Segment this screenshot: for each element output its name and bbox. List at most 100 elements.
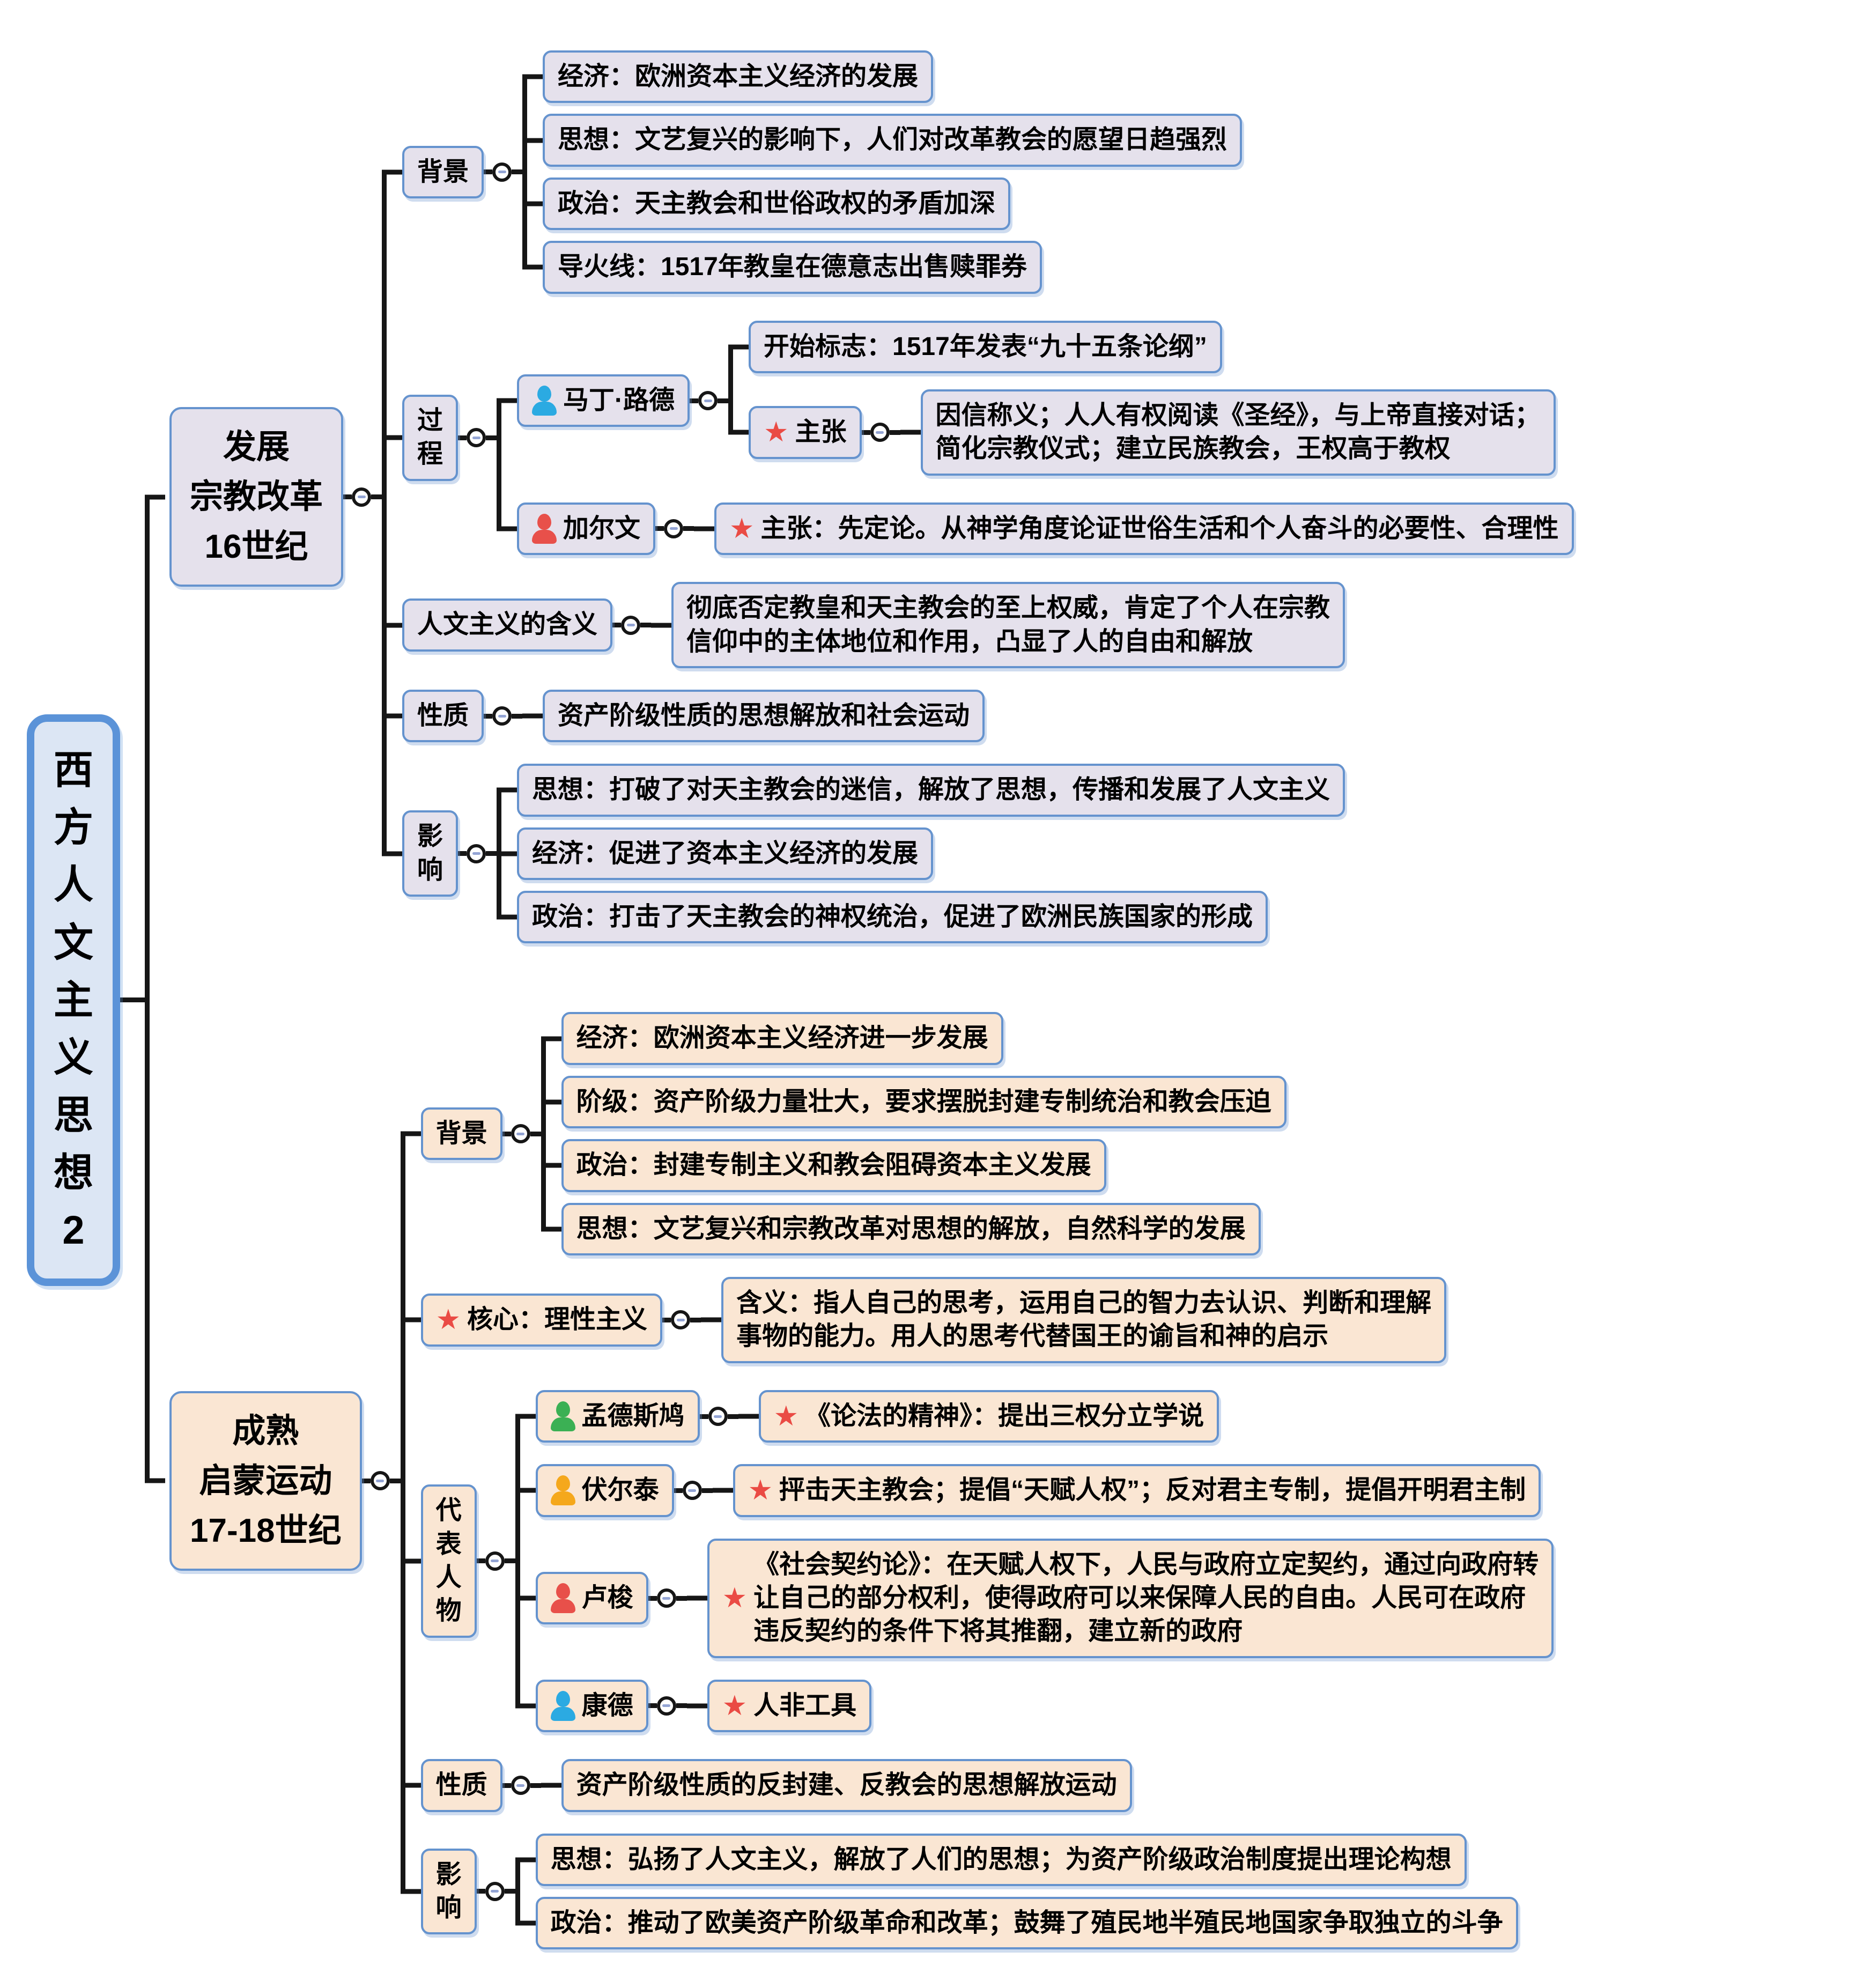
node-label: 资产阶级性质的反封建、反教会的思想解放运动	[576, 1771, 1117, 1800]
collapse-toggle[interactable]	[467, 428, 486, 448]
reform-bg-thought[interactable]: 思想：文艺复兴的影响下，人们对改革教会的愿望日趋强烈	[543, 114, 1243, 167]
collapse-toggle[interactable]	[352, 487, 372, 507]
reform-impact-politics-row: 政治：打击了天主教会的神权统治，促进了欧洲民族国家的形成	[517, 891, 1345, 944]
montesquieu[interactable]: 孟德斯鸠	[535, 1390, 700, 1443]
collapse-toggle[interactable]	[511, 1776, 530, 1795]
humanism-meaning[interactable]: 人文主义的含义	[402, 598, 613, 652]
reform-bg-politics[interactable]: 政治：天主教会和世俗政权的矛盾加深	[543, 177, 1011, 231]
collapse-toggle[interactable]	[485, 1881, 505, 1901]
humanism-meaning-detail[interactable]: 彻底否定教皇和天主教会的至上权威，肯定了个人在宗教 信仰中的主体地位和作用，凸显…	[671, 582, 1345, 668]
connector-line	[486, 851, 497, 856]
reform-process[interactable]: 过 程	[402, 394, 459, 481]
enlightenment-background[interactable]: 背景	[420, 1107, 502, 1161]
child-branch: 政治：天主教会和世俗政权的矛盾加深	[522, 172, 1242, 236]
collapse-toggle[interactable]	[492, 706, 512, 726]
voltaire-views[interactable]: ★抨击天主教会；提倡“天赋人权”；反对君主专制，提倡开明君主制	[733, 1464, 1541, 1517]
star-icon: ★	[729, 513, 755, 544]
reform-impact-thought[interactable]: 思想：打破了对天主教会的迷信，解放了思想，传播和发展了人文主义	[517, 764, 1345, 817]
collapse-minus-icon	[376, 1479, 384, 1482]
kant-view-row: ★人非工具	[707, 1679, 872, 1733]
luther-claims[interactable]: ★主张	[749, 406, 862, 459]
reform-bg-economy[interactable]: 经济：欧洲资本主义经济的发展	[543, 50, 934, 104]
connector-line	[699, 1414, 708, 1419]
collapse-toggle[interactable]	[708, 1407, 728, 1426]
humanism-meaning-detail-row: 彻底否定教皇和天主教会的至上权威，肯定了个人在宗教 信仰中的主体地位和作用，凸显…	[671, 582, 1345, 668]
node-connector	[484, 706, 523, 726]
voltaire-person-icon	[550, 1475, 575, 1506]
reform-impact[interactable]: 影 响	[402, 810, 459, 897]
collapse-toggle[interactable]	[621, 615, 641, 635]
child-branch: 影 响 思想：打破了对天主教会的迷信，解放了思想，传播和发展了人文主义经济：促进了…	[382, 753, 1574, 954]
child-branch: 思想：弘扬了人文主义，解放了人们的思想；为资产阶级政治制度提出理论构想	[515, 1828, 1518, 1892]
enl-bg-politics[interactable]: 政治：封建专制主义和教会阻碍资本主义发展	[561, 1139, 1106, 1192]
enl-impact-politics[interactable]: 政治：推动了欧美资产阶级革命和改革；鼓舞了殖民地半殖民地国家争取独立的斗争	[535, 1896, 1518, 1950]
collapse-toggle[interactable]	[656, 1696, 676, 1716]
root-topic-western-humanism[interactable]: 西 方 人 文 主 义 思 想 2	[27, 714, 120, 1286]
connector-line	[701, 1488, 713, 1493]
child-branch: 阶级：资产阶级力量壮大，要求摆脱封建专制统治和教会压迫	[541, 1070, 1286, 1134]
collapse-toggle[interactable]	[698, 391, 718, 411]
enl-bg-thought[interactable]: 思想：文艺复兴和宗教改革对思想的解放，自然科学的发展	[561, 1202, 1261, 1256]
child-branch: 人文主义的含义 彻底否定教皇和天主教会的至上权威，肯定了个人在宗教 信仰中的主体地…	[382, 571, 1574, 679]
reform-impact-thought-row: 思想：打破了对天主教会的迷信，解放了思想，传播和发展了人文主义	[517, 764, 1345, 817]
collapse-toggle[interactable]	[656, 1588, 676, 1608]
connector-line	[530, 1783, 541, 1788]
node-label: 思想：文艺复兴和宗教改革对思想的解放，自然科学的发展	[576, 1214, 1246, 1243]
voltaire[interactable]: 伏尔泰	[535, 1464, 674, 1517]
voltaire-views-row: ★抨击天主教会；提倡“天赋人权”；反对君主专制，提倡开明君主制	[733, 1464, 1541, 1517]
collapse-toggle[interactable]	[485, 1551, 505, 1571]
branch-religious-reform[interactable]: 发展 宗教改革 16世纪	[169, 407, 344, 587]
collapse-toggle[interactable]	[511, 1124, 530, 1144]
calvin-claims[interactable]: ★主张：先定论。从神学角度论证世俗生活和个人奋斗的必要性、合理性	[714, 502, 1574, 556]
collapse-toggle[interactable]	[671, 1310, 691, 1330]
child-branch: 卢梭 ★《社会契约论》：在天赋人权下，人民与政府立定契约，通过向政府转 让自己的部…	[515, 1527, 1554, 1669]
connector-line	[530, 1131, 541, 1136]
collapse-toggle[interactable]	[467, 844, 486, 863]
branch-enlightenment[interactable]: 成熟 启蒙运动 17-18世纪	[169, 1391, 362, 1571]
enl-nature-detail[interactable]: 资产阶级性质的反封建、反教会的思想解放运动	[561, 1759, 1132, 1812]
enl-bg-class[interactable]: 阶级：资产阶级力量壮大，要求摆脱封建专制统治和教会压迫	[561, 1075, 1286, 1129]
montesquieu-work[interactable]: ★《论法的精神》：提出三权分立学说	[758, 1390, 1219, 1443]
node-label: 背景	[435, 1119, 487, 1148]
enl-bg-thought-row: 思想：文艺复兴和宗教改革对思想的解放，自然科学的发展	[561, 1202, 1286, 1256]
representative-figures[interactable]: 代 表 人 物	[420, 1484, 477, 1638]
rationalism-meaning[interactable]: 含义：指人自己的思考，运用自己的智力去认识、判断和理解 事物的能力。用人的思考代…	[721, 1277, 1447, 1363]
reform-nature[interactable]: 性质	[402, 689, 484, 743]
connector-line	[676, 1595, 687, 1601]
enlightenment-core[interactable]: ★核心：理性主义	[420, 1294, 663, 1347]
connector-line	[502, 1131, 511, 1136]
node-connector	[476, 1881, 515, 1901]
children-group: ★人非工具	[687, 1674, 872, 1738]
reform-background[interactable]: 背景	[402, 145, 484, 198]
connector-line	[861, 430, 870, 435]
martin-luther[interactable]: 马丁·路德	[517, 374, 690, 427]
reform-nature-detail[interactable]: 资产阶级性质的思想解放和社会运动	[543, 689, 985, 743]
collapse-toggle[interactable]	[870, 423, 890, 442]
collapse-toggle[interactable]	[682, 1481, 702, 1501]
calvin[interactable]: 加尔文	[517, 502, 656, 556]
reform-impact-economy[interactable]: 经济：促进了资本主义经济的发展	[517, 827, 934, 881]
enlightenment-impact[interactable]: 影 响	[420, 1848, 477, 1935]
kant[interactable]: 康德	[535, 1679, 648, 1733]
child-branch: 性质 资产阶级性质的思想解放和社会运动	[382, 678, 1574, 753]
rousseau-work[interactable]: ★《社会契约论》：在天赋人权下，人民与政府立定契约，通过向政府转 让自己的部分权…	[707, 1538, 1554, 1658]
collapse-toggle[interactable]	[370, 1471, 390, 1491]
collapse-toggle[interactable]	[492, 162, 512, 182]
connector-line	[343, 494, 352, 500]
connector-line	[674, 1488, 683, 1493]
luther-claims-detail[interactable]: 因信称义；人人有权阅读《圣经》，与上帝直接对话； 简化宗教仪式；建立民族教会，王…	[920, 389, 1556, 476]
enlightenment-nature[interactable]: 性质	[420, 1759, 502, 1812]
collapse-toggle[interactable]	[664, 519, 684, 538]
kant-view[interactable]: ★人非工具	[707, 1679, 872, 1733]
child-branch: 经济：欧洲资本主义经济进一步发展	[541, 1007, 1286, 1071]
reform-impact-politics[interactable]: 政治：打击了天主教会的神权统治，促进了欧洲民族国家的形成	[517, 891, 1268, 944]
node-label: 《社会契约论》：在天赋人权下，人民与政府立定契约，通过向政府转 让自己的部分权利…	[753, 1550, 1539, 1646]
enl-bg-economy[interactable]: 经济：欧洲资本主义经济进一步发展	[561, 1012, 1003, 1065]
reform-bg-fuse[interactable]: 导火线：1517年教皇在德意志出售赎罪券	[543, 241, 1042, 294]
luther-start-sign[interactable]: 开始标志：1517年发表“九十五条论纲”	[749, 320, 1222, 373]
children-group: 背景 经济：欧洲资本主义经济的发展思想：文艺复兴的影响下，人们对改革教会的愿望日趋…	[382, 40, 1574, 954]
reform-bg-thought-row: 思想：文艺复兴的影响下，人们对改革教会的愿望日趋强烈	[543, 114, 1243, 167]
rousseau[interactable]: 卢梭	[535, 1571, 648, 1625]
enl-impact-thought[interactable]: 思想：弘扬了人文主义，解放了人们的思想；为资产阶级政治制度提出理论构想	[535, 1833, 1467, 1886]
child-branch: 背景 经济：欧洲资本主义经济的发展思想：文艺复兴的影响下，人们对改革教会的愿望日趋…	[382, 40, 1574, 305]
